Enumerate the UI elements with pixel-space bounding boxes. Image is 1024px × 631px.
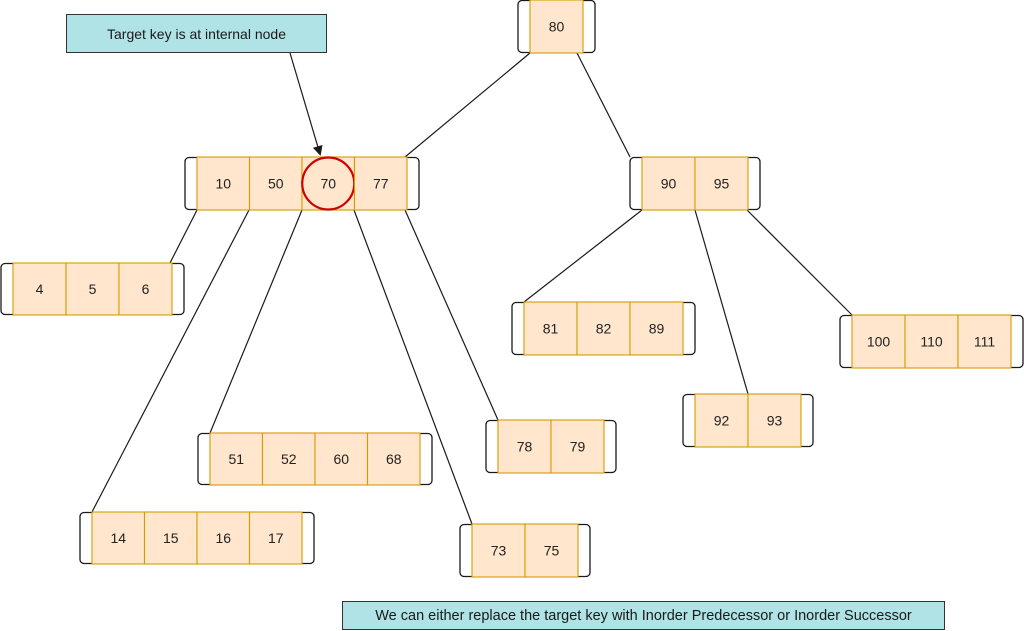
key-label-51: 51 <box>228 451 244 467</box>
key-cell-81 <box>523 301 578 356</box>
edge-left-internal-to-leaf-78-79 <box>404 209 499 421</box>
key-cell-75 <box>524 523 579 578</box>
key-cell-78 <box>497 419 552 474</box>
key-cell-95 <box>694 156 749 211</box>
key-cell-82 <box>576 301 631 356</box>
callout-target-key-internal-node: Target key is at internal node <box>66 14 327 53</box>
node-leaf-51-68: 51 52 60 68 <box>197 432 433 486</box>
key-label-17: 17 <box>268 530 284 546</box>
key-cell-77 <box>353 156 408 211</box>
key-cell-92 <box>694 393 749 448</box>
node-leaf-78-79: 78 79 <box>485 419 617 474</box>
callout-replace-predecessor-successor: We can either replace the target key wit… <box>342 601 945 630</box>
key-label-78: 78 <box>517 439 533 455</box>
key-cell-68 <box>366 432 421 486</box>
key-label-6: 6 <box>142 281 150 297</box>
key-label-77: 77 <box>373 176 389 192</box>
key-cell-80 <box>529 0 584 54</box>
key-cell-17 <box>248 511 303 565</box>
key-cell-89 <box>629 301 684 356</box>
callout-arrow <box>289 52 323 156</box>
key-label-100: 100 <box>867 334 891 350</box>
key-cell-6 <box>118 262 173 316</box>
edge-right-internal-to-leaf-81-89 <box>523 209 643 303</box>
key-label-81: 81 <box>543 321 559 337</box>
node-leaf-14-17: 14 15 16 17 <box>79 511 315 565</box>
key-label-15: 15 <box>163 530 179 546</box>
key-cell-16 <box>196 511 251 565</box>
key-cell-60 <box>314 432 369 486</box>
edge-root-to-left-internal <box>404 52 531 158</box>
key-label-75: 75 <box>544 543 560 559</box>
key-label-14: 14 <box>110 530 126 546</box>
node-root: 80 <box>517 0 596 54</box>
key-label-68: 68 <box>386 451 402 467</box>
key-label-95: 95 <box>714 176 730 192</box>
edge-right-internal-to-leaf-92-93 <box>694 209 749 395</box>
key-cell-5 <box>65 262 120 316</box>
key-label-90: 90 <box>661 176 677 192</box>
key-cell-10 <box>196 156 251 211</box>
node-leaf-81-89: 81 82 89 <box>511 301 696 356</box>
key-cell-14 <box>91 511 146 565</box>
key-cell-52 <box>261 432 316 486</box>
key-label-50: 50 <box>268 176 284 192</box>
key-cell-15 <box>143 511 198 565</box>
key-label-5: 5 <box>89 281 97 297</box>
key-label-10: 10 <box>215 176 231 192</box>
key-cell-4 <box>12 262 67 316</box>
key-cell-111 <box>957 314 1012 369</box>
key-cell-90 <box>641 156 696 211</box>
edge-left-internal-to-leaf-51-68 <box>209 209 303 434</box>
edge-left-internal-to-leaf-4-5-6 <box>169 209 198 264</box>
edge-left-internal-to-leaf-14-17 <box>91 209 250 513</box>
key-label-73: 73 <box>491 543 507 559</box>
key-label-111: 111 <box>974 334 995 350</box>
key-label-93: 93 <box>767 413 783 429</box>
key-cell-93 <box>747 393 802 448</box>
key-cell-51 <box>209 432 264 486</box>
key-label-52: 52 <box>281 451 297 467</box>
node-leaf-92-93: 92 93 <box>682 393 814 448</box>
key-cell-110 <box>904 314 959 369</box>
key-cell-70 <box>301 156 356 211</box>
edge-left-internal-to-leaf-73-75 <box>353 209 473 525</box>
key-label-60: 60 <box>333 451 349 467</box>
key-label-92: 92 <box>714 413 730 429</box>
key-label-80: 80 <box>549 19 565 35</box>
tree-edges <box>91 52 853 525</box>
key-label-110: 110 <box>920 334 943 350</box>
key-label-70: 70 <box>320 176 336 192</box>
edge-root-to-right-internal <box>576 52 631 158</box>
key-label-79: 79 <box>570 439 586 455</box>
key-label-89: 89 <box>649 321 665 337</box>
edge-right-internal-to-leaf-100-111 <box>746 209 853 316</box>
key-label-4: 4 <box>36 281 44 297</box>
node-leaf-73-75: 73 75 <box>459 523 591 578</box>
node-leaf-100-111: 100 110 111 <box>839 314 1024 369</box>
key-cell-50 <box>248 156 303 211</box>
key-label-16: 16 <box>215 530 231 546</box>
key-cell-79 <box>550 419 605 474</box>
node-leaf-4-5-6: 4 5 6 <box>0 262 185 316</box>
key-label-82: 82 <box>596 321 612 337</box>
node-right-internal: 90 95 <box>629 156 761 211</box>
node-left-internal: 10 50 70 77 <box>184 156 420 211</box>
